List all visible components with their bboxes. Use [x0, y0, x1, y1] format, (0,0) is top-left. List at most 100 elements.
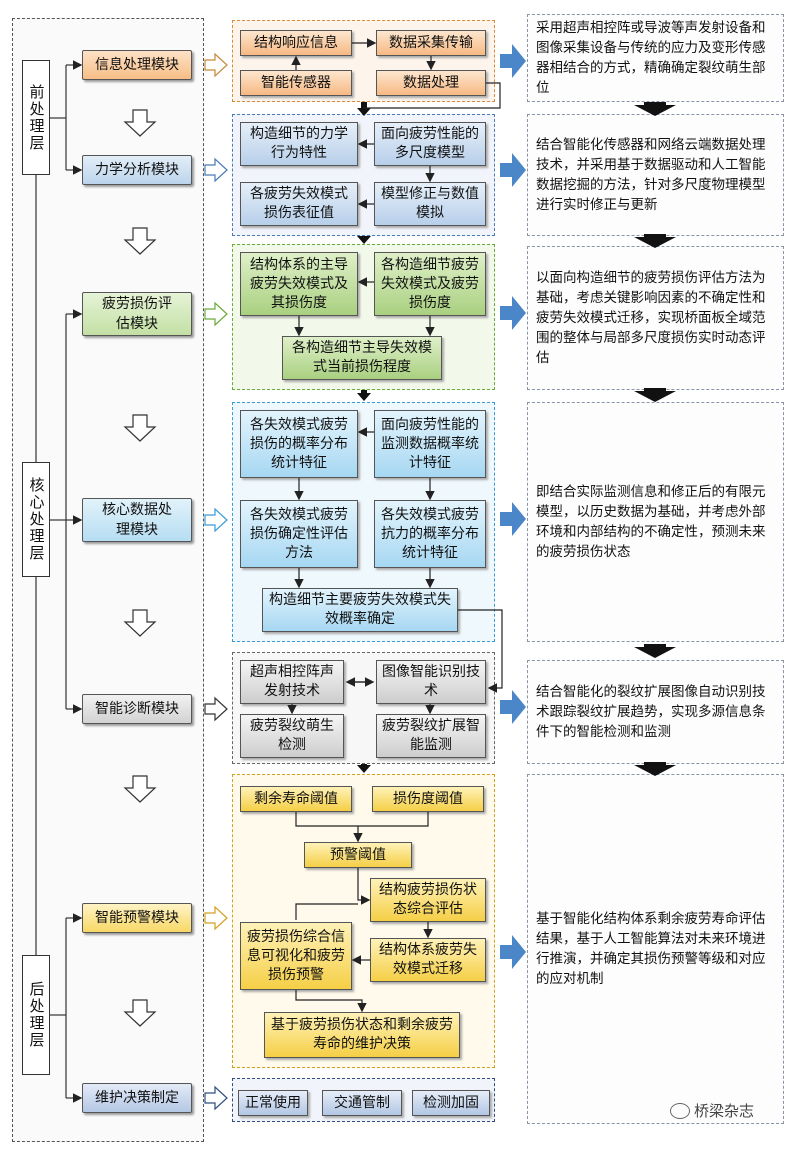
layer-column: [12, 18, 204, 1142]
warn-box-visual-label: 疲劳损伤综合信息可视化和疲劳损伤预警: [247, 928, 345, 983]
core-box-failure-label: 构造细节主要疲劳失效模式失效概率确定: [269, 592, 451, 627]
diag-box-ultrasonic: 超声相控阵声发射技术: [240, 660, 344, 704]
blue-arrow-fatigue: [500, 296, 526, 330]
watermark: 桥梁杂志: [670, 1100, 754, 1121]
desc-warn-text: 基于智能化结构体系剩余疲劳寿命评估结果，基于人工智能算法对未来环境进行推演，并确…: [536, 911, 766, 987]
diag-box-propagation-label: 疲劳裂纹扩展智能监测: [382, 718, 480, 753]
mech-box-behavior-label: 构造细节的力学行为特性: [250, 126, 348, 161]
decision-box-traffic-label: 交通管制: [334, 1094, 390, 1111]
watermark-label: 桥梁杂志: [694, 1102, 755, 1120]
info-box-sensor-label: 智能传感器: [261, 74, 331, 91]
fatigue-box-detail-label: 各构造细节疲劳失效模式及疲劳损伤度: [381, 256, 479, 311]
warn-box-life: 剩余寿命阈值: [240, 786, 352, 812]
right-arrow-core: [204, 507, 228, 533]
core-box-deterministic: 各失效模式疲劳损伤确定性评估方法: [240, 500, 358, 568]
warn-box-damage: 损伤度阈值: [372, 786, 484, 812]
desc-diag: 结合智能化的裂纹扩展图像自动识别技术跟踪裂纹扩展趋势，实现多源信息条件下的智能检…: [527, 660, 784, 764]
module-warn: 智能预警模块: [82, 903, 192, 933]
fatigue-box-current-label: 各构造细节主导失效模式当前损伤程度: [292, 340, 432, 375]
module-core-label: 核心数据处理模块: [102, 502, 172, 538]
fatigue-box-current: 各构造细节主导失效模式当前损伤程度: [282, 336, 442, 380]
black-arrow-3: [634, 388, 676, 402]
desc-diag-text: 结合智能化的裂纹扩展图像自动识别技术跟踪裂纹扩展趋势，实现多源信息条件下的智能检…: [536, 684, 766, 740]
info-box-transmit-label: 数据采集传输: [389, 34, 473, 51]
core-box-probability: 各失效模式疲劳损伤的概率分布统计特征: [240, 410, 358, 478]
module-warn-label: 智能预警模块: [95, 910, 179, 926]
desc-mech-text: 结合智能化传感器和网络云端数据处理技术，并采用基于数据驱动和人工智能数据挖掘的方…: [536, 137, 766, 213]
blue-arrow-info: [500, 44, 526, 78]
diag-box-ultrasonic-label: 超声相控阵声发射技术: [250, 664, 334, 699]
desc-info-text: 采用超声相控阵或导波等声发射设备和图像采集设备与传统的应力及变形传感器相结合的方…: [536, 20, 766, 96]
info-box-response-label: 结构响应信息: [254, 34, 338, 51]
module-decision-label: 维护决策制定: [95, 1090, 179, 1106]
warn-box-threshold-label: 预警阈值: [330, 846, 386, 863]
diag-box-initiation: 疲劳裂纹萌生检测: [240, 714, 344, 758]
right-arrow-info: [204, 52, 228, 78]
wechat-icon: [670, 1102, 690, 1119]
desc-fatigue-text: 以面向构造细节的疲劳损伤评估方法为基础，考虑关键影响因素的不确定性和疲劳失效模式…: [536, 270, 766, 366]
info-box-response: 结构响应信息: [240, 30, 352, 56]
core-box-deterministic-label: 各失效模式疲劳损伤确定性评估方法: [250, 506, 348, 561]
mech-box-damage-label: 各疲劳失效模式损伤表征值: [250, 186, 348, 221]
right-arrow-diag: [204, 696, 228, 722]
hollow-right-arrows: [204, 52, 228, 1111]
blue-arrow-core: [500, 502, 526, 536]
module-core: 核心数据处理模块: [82, 498, 192, 542]
warn-box-threshold: 预警阈值: [304, 842, 412, 868]
panel-link-4: [357, 764, 371, 773]
core-box-probability-label: 各失效模式疲劳损伤的概率分布统计特征: [250, 416, 348, 471]
right-arrow-decision: [204, 1085, 228, 1111]
desc-warn: 基于智能化结构体系剩余疲劳寿命评估结果，基于人工智能算法对未来环境进行推演，并确…: [527, 774, 784, 1124]
fatigue-box-system-label: 结构体系的主导疲劳失效模式及其损伤度: [250, 256, 348, 311]
diag-box-image: 图像智能识别技术: [376, 660, 486, 704]
info-box-transmit: 数据采集传输: [376, 30, 486, 56]
info-box-processing: 数据处理: [376, 70, 486, 96]
module-info: 信息处理模块: [82, 50, 192, 80]
black-arrow-4: [634, 644, 676, 658]
module-mech-label: 力学分析模块: [95, 162, 179, 178]
decision-box-normal: 正常使用: [238, 1090, 308, 1116]
warn-box-migration-label: 结构体系疲劳失效模式迁移: [379, 942, 477, 977]
diag-box-propagation: 疲劳裂纹扩展智能监测: [376, 714, 486, 758]
layer-core-label: 核心处理层: [27, 477, 46, 562]
blue-arrow-diag: [500, 690, 526, 724]
mech-box-model-label: 面向疲劳性能的多尺度模型: [381, 126, 479, 161]
decision-box-normal-label: 正常使用: [245, 1094, 301, 1111]
blue-arrow-warn: [500, 935, 526, 969]
fatigue-box-detail: 各构造细节疲劳失效模式及疲劳损伤度: [374, 252, 486, 316]
module-diag-label: 智能诊断模块: [95, 701, 179, 717]
layer-core: 核心处理层: [22, 462, 50, 577]
warn-box-assess: 结构疲劳损伤状态综合评估: [370, 878, 486, 922]
info-box-sensor: 智能传感器: [240, 70, 352, 96]
desc-mech: 结合智能化传感器和网络云端数据处理技术，并采用基于数据驱动和人工智能数据挖掘的方…: [527, 114, 784, 236]
module-mech: 力学分析模块: [82, 155, 192, 185]
right-arrow-warn: [204, 905, 228, 931]
mech-box-behavior: 构造细节的力学行为特性: [240, 122, 358, 166]
mech-box-model: 面向疲劳性能的多尺度模型: [374, 122, 486, 166]
blue-arrow-mech: [500, 153, 526, 187]
core-box-failure: 构造细节主要疲劳失效模式失效概率确定: [262, 588, 458, 632]
diag-box-initiation-label: 疲劳裂纹萌生检测: [250, 718, 334, 753]
desc-core: 即结合实际监测信息和修正后的有限元模型，以历史数据为基础，并考虑外部环境和内部结…: [527, 402, 784, 642]
panel-link-3: [357, 390, 371, 401]
desc-info: 采用超声相控阵或导波等声发射设备和图像采集设备与传统的应力及变形传感器相结合的方…: [527, 14, 784, 102]
diag-box-image-label: 图像智能识别技术: [382, 664, 480, 699]
right-arrow-fatigue: [204, 301, 228, 327]
decision-box-traffic: 交通管制: [322, 1090, 402, 1116]
core-box-monitor-label: 面向疲劳性能的监测数据概率统计特征: [381, 416, 479, 471]
mech-box-update: 模型修正与数值模拟: [374, 182, 486, 226]
warn-box-life-label: 剩余寿命阈值: [254, 790, 338, 807]
mech-box-damage: 各疲劳失效模式损伤表征值: [240, 182, 358, 226]
decision-box-repair: 检测加固: [412, 1090, 490, 1116]
module-diag: 智能诊断模块: [82, 694, 192, 724]
layer-post: 后处理层: [22, 955, 50, 1075]
info-box-processing-label: 数据处理: [403, 74, 459, 91]
warn-box-assess-label: 结构疲劳损伤状态综合评估: [379, 882, 477, 917]
mech-box-update-label: 模型修正与数值模拟: [381, 186, 479, 221]
warn-box-migration: 结构体系疲劳失效模式迁移: [370, 938, 486, 982]
module-decision: 维护决策制定: [82, 1083, 192, 1113]
warn-box-damage-label: 损伤度阈值: [393, 790, 463, 807]
layer-post-label: 后处理层: [27, 981, 46, 1049]
desc-fatigue: 以面向构造细节的疲劳损伤评估方法为基础，考虑关键影响因素的不确定性和疲劳失效模式…: [527, 246, 784, 390]
fatigue-box-system: 结构体系的主导疲劳失效模式及其损伤度: [240, 252, 358, 316]
